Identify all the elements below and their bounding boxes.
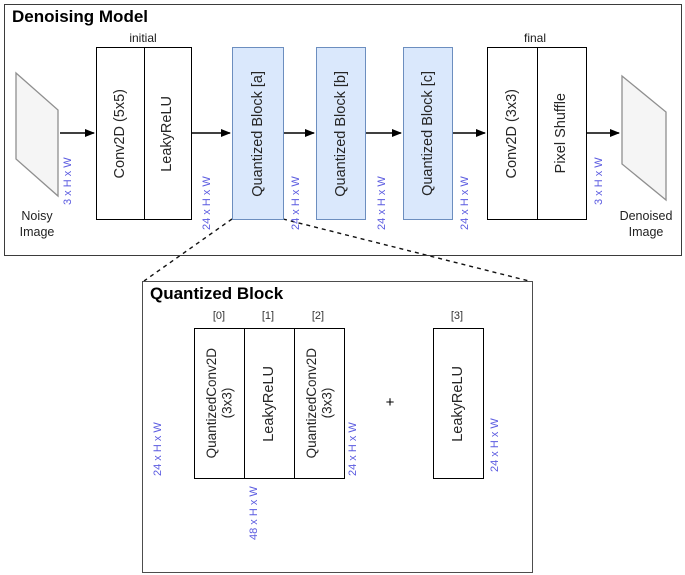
final-conv-cell: Conv2D (3x3) — [488, 48, 537, 219]
index-label-0: [0] — [212, 310, 226, 322]
quantized-conv1-cell: QuantizedConv2D (3x3) — [195, 329, 244, 478]
detail-dim-input: 24 x H x W — [152, 422, 164, 476]
quantized-block-c: Quantized Block [c] — [403, 47, 453, 220]
quantized-block-detail-title: Quantized Block — [150, 284, 284, 303]
output-activation-cell: LeakyReLU — [434, 329, 483, 478]
final-box: Conv2D (3x3) Pixel Shuffle — [487, 47, 587, 220]
detail-dim-output: 24 x H x W — [489, 418, 501, 472]
detail-activation-cell: LeakyReLU — [244, 329, 294, 478]
dim-after-initial: 24 x H x W — [201, 176, 213, 230]
quantized-block-b-label: Quantized Block [b] — [332, 70, 349, 197]
output-activation-box: LeakyReLU — [433, 328, 484, 479]
dim-input: 3 x H x W — [62, 157, 74, 205]
index-label-3: [3] — [450, 310, 464, 322]
detail-conv-box: QuantizedConv2D (3x3) LeakyReLU Quantize… — [194, 328, 345, 479]
quantized-block-a: Quantized Block [a] — [232, 47, 284, 220]
quantized-conv1-label: QuantizedConv2D (3x3) — [203, 348, 235, 459]
detail-dim-inner: 48 x H x W — [248, 486, 260, 540]
quantized-block-a-label: Quantized Block [a] — [249, 70, 266, 197]
final-group-label: final — [523, 31, 546, 45]
dim-after-block-b: 24 x H x W — [376, 176, 388, 230]
initial-activation-cell: LeakyReLU — [143, 48, 192, 219]
pixel-shuffle-cell: Pixel Shuffle — [536, 48, 587, 219]
denoising-model-title: Denoising Model — [12, 7, 148, 26]
adder-plus-label: + — [385, 394, 395, 411]
initial-conv-label: Conv2D (5x5) — [111, 88, 128, 179]
output-activation-label: LeakyReLU — [450, 365, 467, 442]
dim-output: 3 x H x W — [593, 157, 605, 205]
quantized-conv2-label: QuantizedConv2D (3x3) — [303, 348, 335, 459]
initial-box: Conv2D (5x5) LeakyReLU — [96, 47, 192, 220]
quantized-block-b: Quantized Block [b] — [316, 47, 366, 220]
index-label-2: [2] — [311, 310, 325, 322]
quantized-block-c-label: Quantized Block [c] — [419, 71, 436, 196]
quantized-conv2-cell: QuantizedConv2D (3x3) — [294, 329, 344, 478]
final-conv-label: Conv2D (3x3) — [503, 88, 520, 179]
initial-conv-cell: Conv2D (5x5) — [97, 48, 144, 219]
noisy-image-caption: Noisy Image — [19, 209, 55, 239]
denoising-model-frame — [4, 4, 682, 256]
dim-after-block-c: 24 x H x W — [459, 176, 471, 230]
pixel-shuffle-label: Pixel Shuffle — [553, 93, 570, 174]
index-label-1: [1] — [261, 310, 275, 322]
detail-dim-after-conv: 24 x H x W — [347, 422, 359, 476]
initial-group-label: initial — [129, 31, 157, 45]
initial-activation-label: LeakyReLU — [159, 95, 176, 172]
detail-activation-label: LeakyReLU — [261, 365, 278, 442]
denoised-image-caption: Denoised Image — [619, 209, 673, 239]
dim-after-block-a: 24 x H x W — [290, 176, 302, 230]
